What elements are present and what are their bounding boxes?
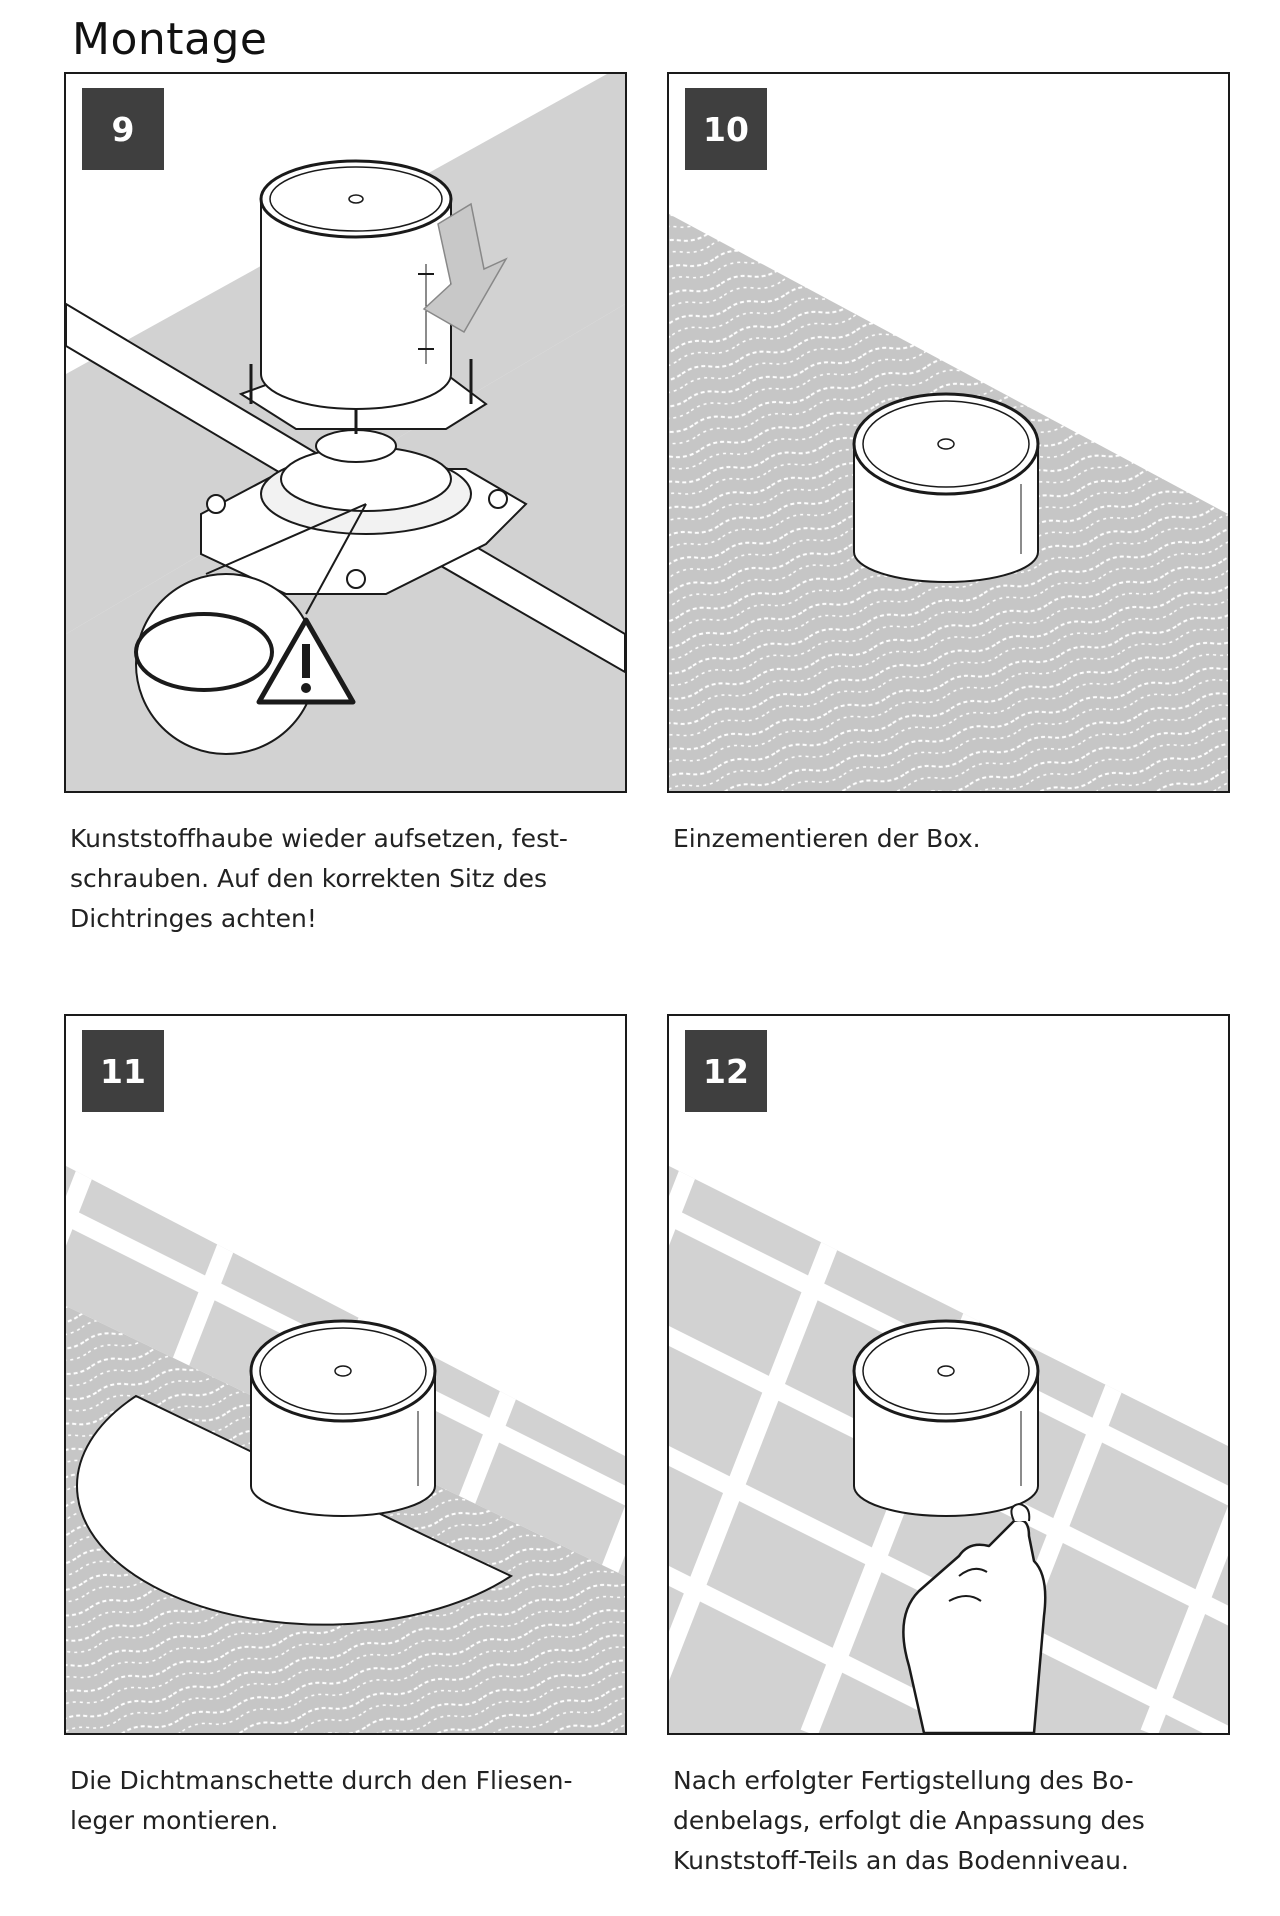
- step-number-badge: 12: [685, 1030, 767, 1112]
- step-12: 12: [667, 1014, 1230, 1881]
- step-9-caption: Kunststoffhaube wieder aufsetzen, fest- …: [70, 824, 568, 933]
- cemented-box-illustration: [669, 214, 1228, 791]
- step-number-badge: 10: [685, 88, 767, 170]
- hand-icon: [902, 1502, 1047, 1733]
- step-9-illustration: 9: [64, 72, 627, 793]
- step-number-badge: 9: [82, 88, 164, 170]
- step-12-caption: Nach erfolgter Fertigstellung des Bo- de…: [673, 1766, 1145, 1875]
- step-10-caption: Einzementieren der Box.: [673, 824, 981, 853]
- step-number-badge: 11: [82, 1030, 164, 1112]
- step-9: 9: [64, 72, 627, 939]
- down-arrow-icon: [422, 202, 508, 334]
- sealing-collar-illustration: [66, 1166, 625, 1733]
- cover-mount-illustration: [66, 74, 625, 791]
- step-10: 10 Einzementieren der Box.: [667, 72, 1230, 859]
- step-11-illustration: 11: [64, 1014, 627, 1735]
- step-11: 11: [64, 1014, 627, 1841]
- warning-triangle-icon: [256, 617, 356, 705]
- trim-plastic-illustration: [669, 1166, 1228, 1733]
- step-10-illustration: 10: [667, 72, 1230, 793]
- step-11-caption: Die Dichtmanschette durch den Fliesen- l…: [70, 1766, 573, 1835]
- step-12-illustration: 12: [667, 1014, 1230, 1735]
- page-title: Montage: [72, 14, 268, 65]
